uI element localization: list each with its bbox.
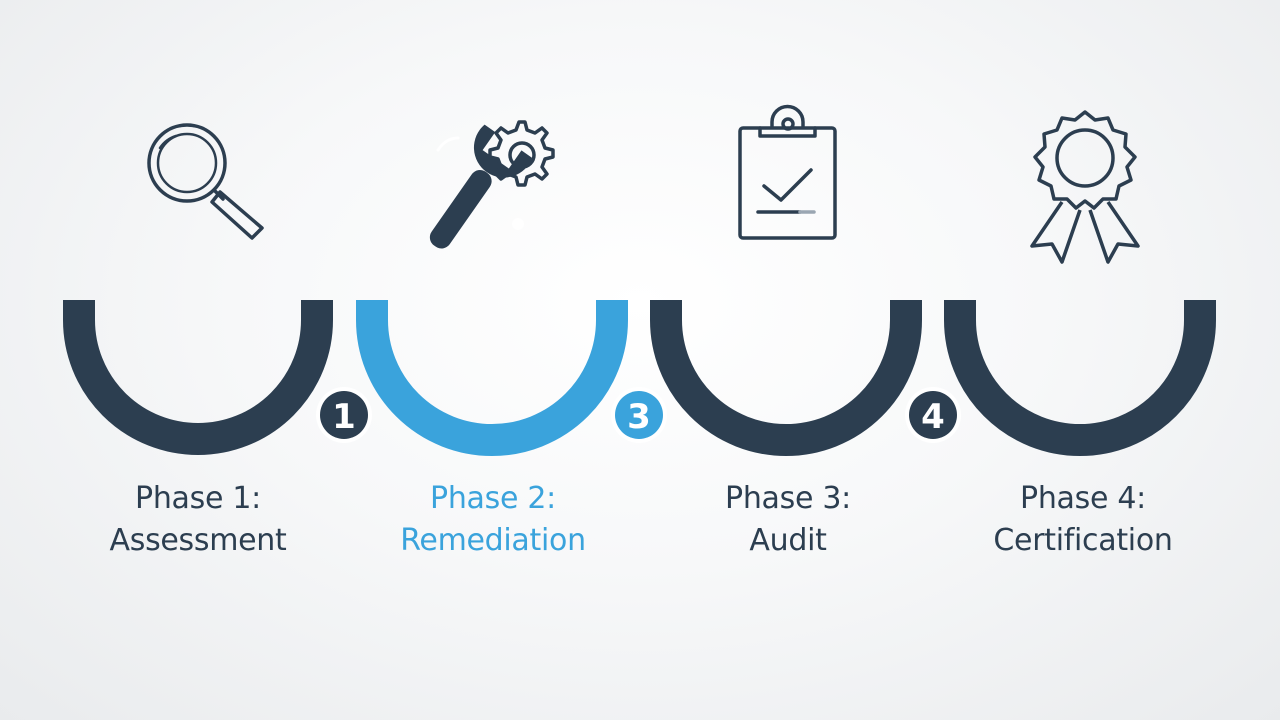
phase-3-title: Phase 3: bbox=[725, 481, 851, 516]
phase-2-label: Phase 2: Remediation bbox=[343, 478, 643, 562]
phase-2-title: Phase 2: bbox=[430, 481, 556, 516]
magnifier-icon bbox=[147, 123, 264, 240]
phase-3-arc bbox=[650, 300, 922, 456]
phase-4-arc bbox=[944, 300, 1216, 456]
badge-4-number: 4 bbox=[921, 397, 945, 437]
phase-1-label: Phase 1: Assessment bbox=[48, 478, 348, 562]
phase-1-arc bbox=[63, 300, 333, 455]
badge-1-number: 1 bbox=[332, 397, 356, 437]
clipboard-check-icon bbox=[738, 104, 837, 240]
badge-3: 3 bbox=[611, 387, 667, 443]
phase-4-label: Phase 4: Certification bbox=[933, 478, 1233, 562]
wrench-gear-icon bbox=[429, 120, 555, 249]
phase-1-name: Assessment bbox=[109, 523, 287, 558]
badge-4: 4 bbox=[905, 387, 961, 443]
phase-3-name: Audit bbox=[749, 523, 827, 558]
phase-4-name: Certification bbox=[993, 523, 1173, 558]
phase-3-label: Phase 3: Audit bbox=[638, 478, 938, 562]
phase-2-name: Remediation bbox=[400, 523, 586, 558]
phase-1-title: Phase 1: bbox=[135, 481, 261, 516]
phase-2-arc bbox=[356, 300, 628, 456]
phase-4-title: Phase 4: bbox=[1020, 481, 1146, 516]
badge-3-number: 3 bbox=[627, 397, 651, 437]
badge-1: 1 bbox=[316, 387, 372, 443]
award-ribbon-icon bbox=[1030, 110, 1140, 264]
